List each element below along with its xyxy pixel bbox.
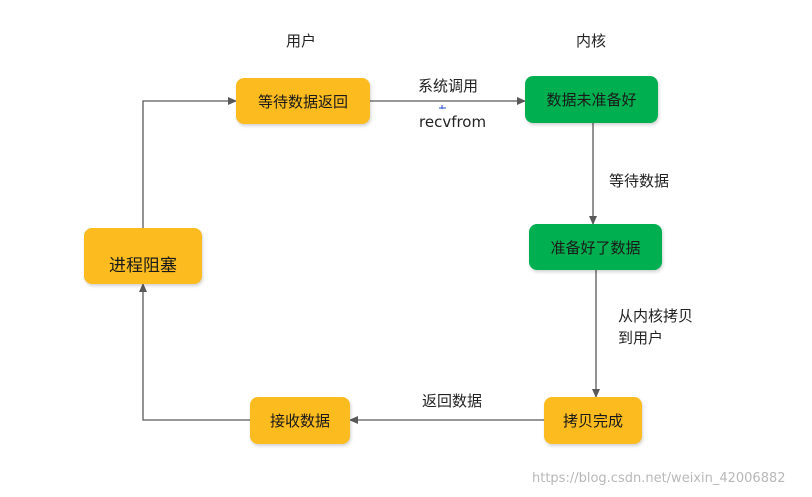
node-wait-return-label: 等待数据返回 [257, 92, 348, 111]
label-syscall: 系统调用 [418, 77, 479, 95]
node-process-blocked-label: 进程阻塞 [109, 255, 177, 276]
label-wait-data: 等待数据 [609, 172, 670, 190]
kernel-header: 内核 [576, 32, 607, 50]
node-receive-data: 接收数据 [250, 397, 350, 444]
label-copy-kernel-user: 从内核拷贝到用户 [618, 307, 694, 347]
node-copy-done-label: 拷贝完成 [562, 412, 623, 430]
small-blue-mark [439, 105, 446, 109]
node-receive-data-label: 接收数据 [269, 412, 330, 430]
user-header: 用户 [286, 32, 317, 50]
label-recvfrom: recvfrom [419, 113, 487, 131]
label-return-data: 返回数据 [422, 392, 483, 410]
watermark: https://blog.csdn.net/weixin_42006882 [532, 471, 786, 486]
node-data-ready-label: 准备好了数据 [550, 238, 641, 257]
node-data-not-ready-label: 数据未准备好 [546, 91, 637, 109]
node-data-ready: 准备好了数据 [529, 224, 662, 270]
node-process-blocked: 进程阻塞 [84, 228, 202, 284]
node-data-not-ready: 数据未准备好 [525, 76, 658, 123]
node-copy-done: 拷贝完成 [544, 397, 642, 444]
edge-blocked-to-wait [142, 97, 237, 228]
node-wait-return: 等待数据返回 [236, 78, 370, 124]
edge-receive-to-blocked [139, 283, 250, 421]
